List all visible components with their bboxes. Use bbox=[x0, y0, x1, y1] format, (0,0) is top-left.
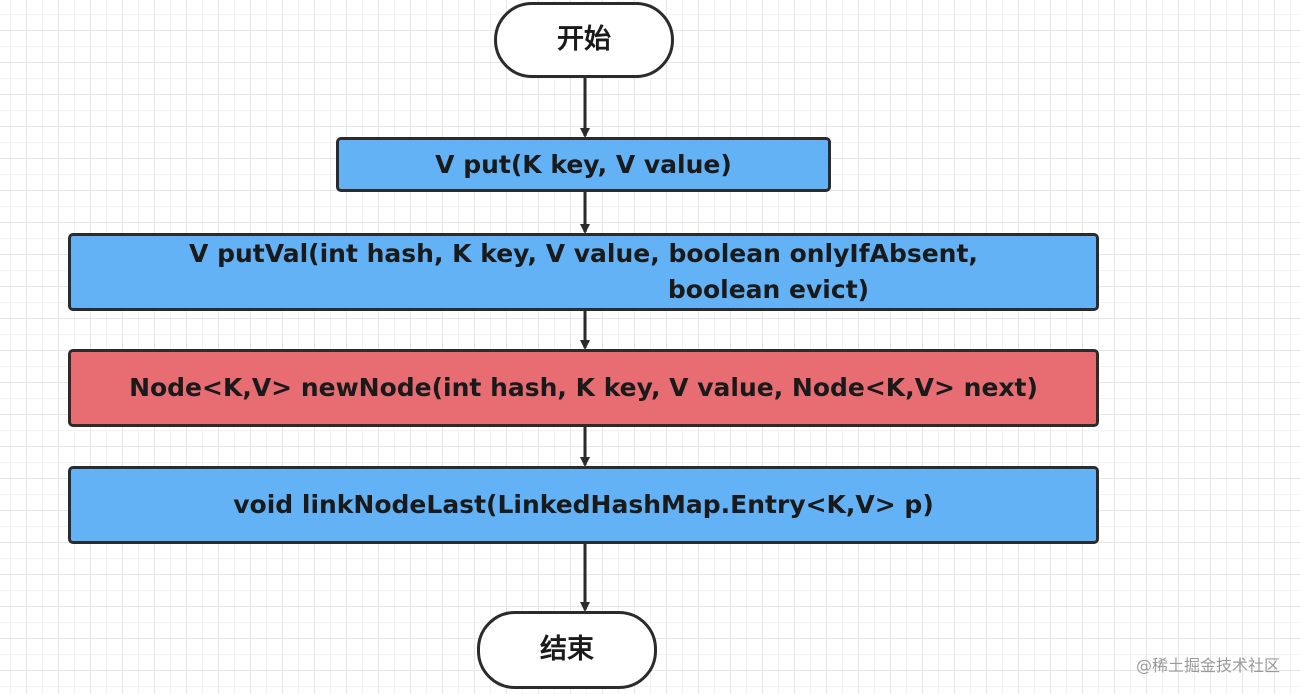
putval-line-1: V putVal(int hash, K key, V value, boole… bbox=[189, 239, 978, 268]
start-label: 开始 bbox=[557, 24, 611, 55]
watermark: @稀土掘金技术社区 bbox=[1135, 656, 1280, 675]
put-method-node: V put(K key, V value) bbox=[336, 137, 831, 192]
newnode-method-label: Node<K,V> newNode(int hash, K key, V val… bbox=[129, 373, 1038, 402]
linknodelast-method-node: void linkNodeLast(LinkedHashMap.Entry<K,… bbox=[68, 466, 1099, 544]
end-node: 结束 bbox=[477, 611, 657, 689]
putval-method-node: V putVal(int hash, K key, V value, boole… bbox=[68, 233, 1099, 311]
newnode-method-node: Node<K,V> newNode(int hash, K key, V val… bbox=[68, 349, 1099, 427]
putval-method-label: V putVal(int hash, K key, V value, boole… bbox=[189, 236, 978, 308]
put-method-label: V put(K key, V value) bbox=[435, 149, 732, 179]
putval-line-2: boolean evict) bbox=[667, 275, 870, 304]
linknodelast-method-label: void linkNodeLast(LinkedHashMap.Entry<K,… bbox=[233, 490, 934, 519]
start-node: 开始 bbox=[494, 2, 674, 78]
end-label: 结束 bbox=[540, 634, 594, 665]
